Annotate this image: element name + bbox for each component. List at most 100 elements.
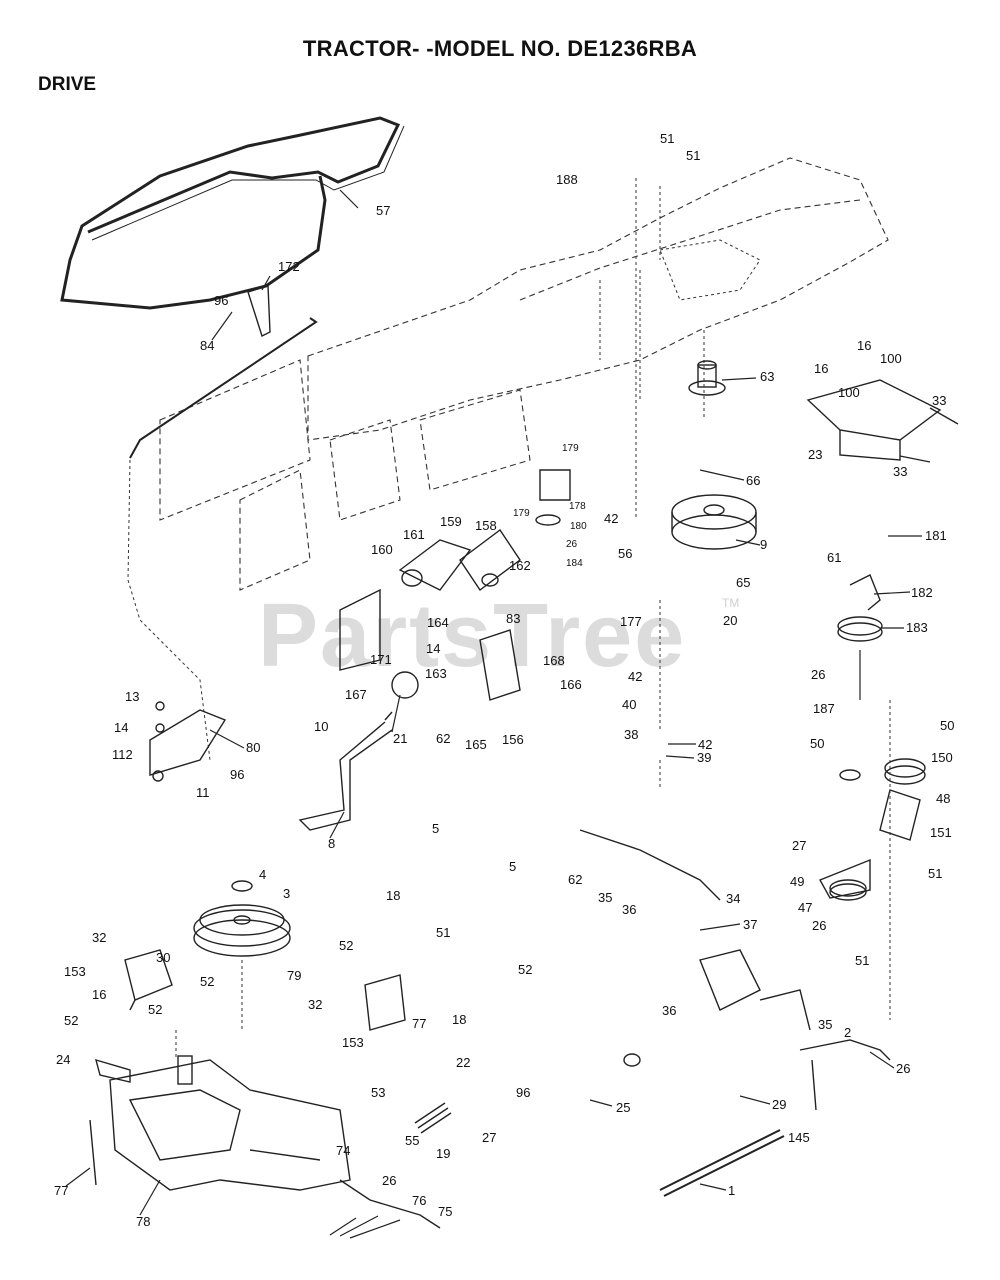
leader-lines <box>65 189 922 1239</box>
callout-label: 48 <box>936 791 950 806</box>
callout-label: 96 <box>214 293 228 308</box>
callout-label: 52 <box>200 974 214 989</box>
callout-label: 42 <box>698 737 712 752</box>
callout-label: 38 <box>624 727 638 742</box>
callout-label: 77 <box>412 1016 426 1031</box>
callout-label: 20 <box>723 613 737 628</box>
callout-label: 57 <box>376 203 390 218</box>
callout-label: 171 <box>370 652 392 667</box>
callout-label: 47 <box>798 900 812 915</box>
callout-label: 77 <box>54 1183 68 1198</box>
callout-label: 50 <box>940 718 954 733</box>
brake-arm-part <box>298 671 419 831</box>
callout-label: 26 <box>896 1061 910 1076</box>
callout-label: 14 <box>114 720 128 735</box>
callout-label: 100 <box>838 385 860 400</box>
linkage-rod-part <box>129 317 318 459</box>
callout-label: 9 <box>760 537 767 552</box>
callout-label: 52 <box>64 1013 78 1028</box>
callout-label: 178 <box>569 501 586 512</box>
watermark-text: PartsTree <box>258 586 687 686</box>
callout-label: 29 <box>772 1097 786 1112</box>
callout-label: 32 <box>308 997 322 1012</box>
callout-label: 153 <box>64 964 86 979</box>
callout-label: 40 <box>622 697 636 712</box>
callout-label: 163 <box>425 666 447 681</box>
callout-label: 26 <box>811 667 825 682</box>
callout-label: 1 <box>728 1183 735 1198</box>
idler-pulley-part <box>688 360 726 396</box>
callout-label: 14 <box>426 641 440 656</box>
callout-label: 35 <box>598 890 612 905</box>
callout-label: 22 <box>456 1055 470 1070</box>
callout-label: 61 <box>827 550 841 565</box>
callout-label: 18 <box>452 1012 466 1027</box>
callout-label: 18 <box>386 888 400 903</box>
long-spring-part <box>659 1129 785 1197</box>
callout-label: 55 <box>405 1133 419 1148</box>
callout-label: 39 <box>697 750 711 765</box>
callout-label: 112 <box>112 747 133 762</box>
callout-label: 19 <box>436 1146 450 1161</box>
callout-label: 50 <box>810 736 824 751</box>
callout-label: 78 <box>136 1214 150 1229</box>
callout-label: 151 <box>930 825 952 840</box>
callout-label: 52 <box>148 1002 162 1017</box>
callout-label: 153 <box>342 1035 364 1050</box>
callout-label: 145 <box>788 1130 810 1145</box>
callout-label: 10 <box>314 719 328 734</box>
callout-label: 168 <box>543 653 565 668</box>
callout-label: 25 <box>616 1100 630 1115</box>
callout-label: 74 <box>336 1143 350 1158</box>
callout-label: 26 <box>566 539 578 550</box>
callout-label: 4 <box>259 867 266 882</box>
idler-arm-bracket-part <box>806 379 959 463</box>
callout-label: 51 <box>660 131 674 146</box>
callout-label: 8 <box>328 836 335 851</box>
callout-label: 16 <box>814 361 828 376</box>
callout-label: 160 <box>371 542 393 557</box>
callout-label: 177 <box>620 614 642 629</box>
callout-label: 11 <box>196 785 210 800</box>
pto-clutch-part <box>671 494 757 550</box>
shift-plate-part <box>149 701 227 782</box>
callout-label: 166 <box>560 677 582 692</box>
callout-label: 165 <box>465 737 487 752</box>
callout-label: 161 <box>403 527 425 542</box>
callout-label: 36 <box>662 1003 676 1018</box>
callout-label: 5 <box>432 821 439 836</box>
frame-outline <box>159 157 889 591</box>
callout-label: 27 <box>482 1130 496 1145</box>
callout-label: 96 <box>230 767 244 782</box>
callout-label: 83 <box>506 611 520 626</box>
callout-label: 63 <box>760 369 774 384</box>
callout-label: 49 <box>790 874 804 889</box>
callout-label: 3 <box>283 886 290 901</box>
callout-label: 65 <box>736 575 750 590</box>
callout-label: 5 <box>509 859 516 874</box>
return-spring-part <box>414 1102 452 1134</box>
callout-label: 21 <box>393 731 407 746</box>
callout-label: 13 <box>125 689 139 704</box>
callout-label: 26 <box>812 918 826 933</box>
callout-label: 62 <box>568 872 582 887</box>
callout-label: 62 <box>436 731 450 746</box>
callout-label: 180 <box>570 521 587 532</box>
mid-bracket-part <box>364 974 406 1031</box>
callout-label: 2 <box>844 1025 851 1040</box>
callout-label: 51 <box>686 148 700 163</box>
callout-label: 172 <box>278 259 300 274</box>
callout-label: 156 <box>502 732 524 747</box>
callout-label: 56 <box>618 546 632 561</box>
callout-label: 35 <box>818 1017 832 1032</box>
callout-label: 16 <box>857 338 871 353</box>
callout-label: 179 <box>562 443 579 454</box>
callout-label: 42 <box>628 669 642 684</box>
callout-label: 24 <box>56 1052 70 1067</box>
callout-label: 76 <box>412 1193 426 1208</box>
callout-label: 51 <box>928 866 942 881</box>
callout-label: 75 <box>438 1204 452 1219</box>
callout-label: 187 <box>813 701 835 716</box>
callout-label: 30 <box>156 950 170 965</box>
